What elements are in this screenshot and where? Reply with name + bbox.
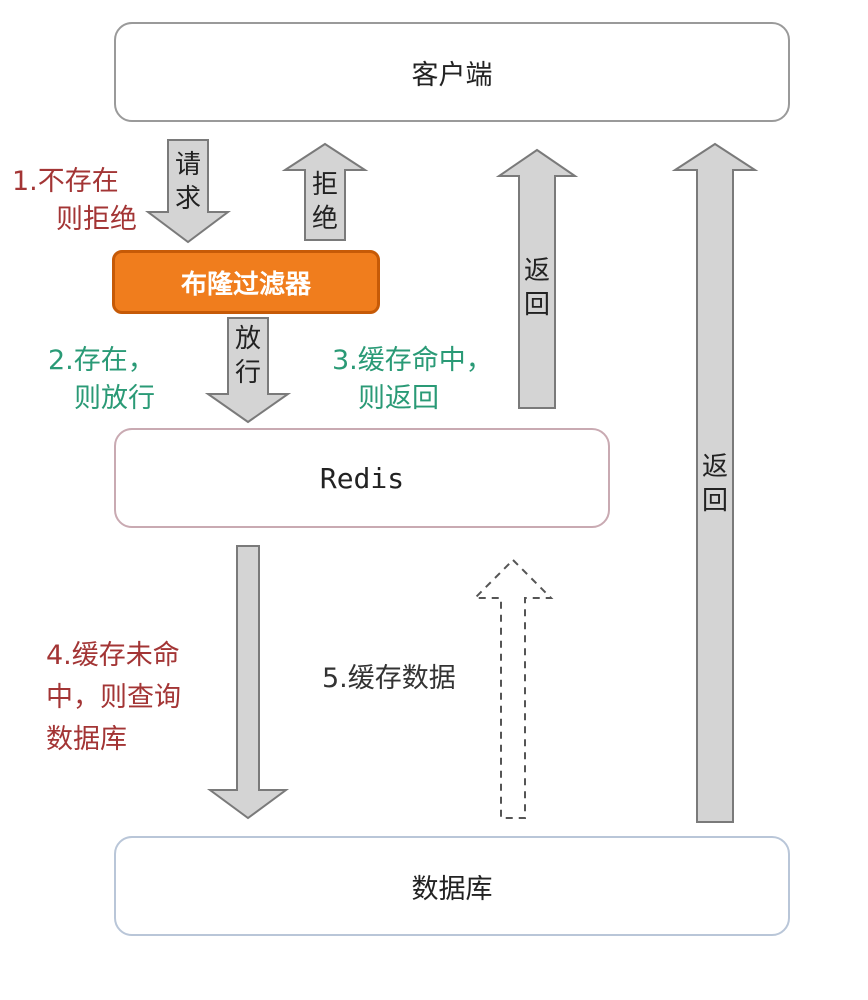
request-arrow-label: 请 求 bbox=[172, 148, 204, 216]
pass-char-1: 放 bbox=[234, 324, 261, 354]
reject-arrow bbox=[281, 142, 369, 241]
database-node: 数据库 bbox=[114, 836, 790, 936]
step4-line-1: 4.缓存未命 bbox=[46, 640, 180, 671]
reject-char-2: 绝 bbox=[311, 204, 338, 234]
redis-node: Redis bbox=[114, 428, 610, 528]
cache-data-arrow bbox=[472, 558, 554, 819]
cache-return-char-1: 返 bbox=[523, 256, 550, 286]
reject-char-1: 拒 bbox=[311, 170, 338, 200]
step4-line-3: 数据库 bbox=[46, 724, 127, 755]
step2-line-2: 则放行 bbox=[74, 383, 155, 414]
bloom-filter-node: 布隆过滤器 bbox=[112, 250, 380, 314]
db-return-arrow bbox=[671, 142, 759, 823]
step4-note: 4.缓存未命 中，则查询 数据库 bbox=[46, 635, 181, 761]
pass-char-2: 行 bbox=[234, 358, 261, 388]
step1-line-2: 则拒绝 bbox=[56, 204, 137, 235]
client-label: 客户端 bbox=[411, 59, 493, 91]
step1-note: 1.不存在 则拒绝 bbox=[12, 163, 137, 239]
reject-arrow-label: 拒 绝 bbox=[309, 168, 341, 236]
step3-line-2: 则返回 bbox=[358, 383, 439, 414]
database-label: 数据库 bbox=[411, 873, 493, 905]
step4-line-2: 中，则查询 bbox=[46, 682, 181, 713]
request-char-2: 求 bbox=[174, 184, 201, 214]
step5-label: 5.缓存数据 bbox=[322, 663, 456, 694]
step5-note: 5.缓存数据 bbox=[322, 660, 456, 698]
db-return-char-2: 回 bbox=[701, 486, 728, 516]
db-return-char-1: 返 bbox=[701, 452, 728, 482]
request-arrow bbox=[145, 139, 231, 244]
bloom-filter-label: 布隆过滤器 bbox=[180, 269, 311, 300]
cache-return-arrow bbox=[495, 148, 579, 409]
db-return-arrow-label: 返 回 bbox=[699, 450, 731, 518]
step2-note: 2.存在， 则放行 bbox=[48, 342, 155, 418]
query-db-arrow bbox=[206, 545, 290, 820]
step2-line-1: 2.存在， bbox=[48, 345, 155, 376]
request-char-1: 请 bbox=[174, 150, 201, 180]
pass-arrow bbox=[204, 317, 292, 424]
pass-arrow-label: 放 行 bbox=[232, 322, 264, 390]
redis-label: Redis bbox=[319, 461, 405, 495]
cache-return-arrow-label: 返 回 bbox=[521, 254, 553, 322]
step1-line-1: 1.不存在 bbox=[12, 166, 119, 197]
step3-note: 3.缓存命中， 则返回 bbox=[332, 342, 493, 418]
step3-line-1: 3.缓存命中， bbox=[332, 345, 493, 376]
client-node: 客户端 bbox=[114, 22, 790, 122]
cache-return-char-2: 回 bbox=[523, 290, 550, 320]
